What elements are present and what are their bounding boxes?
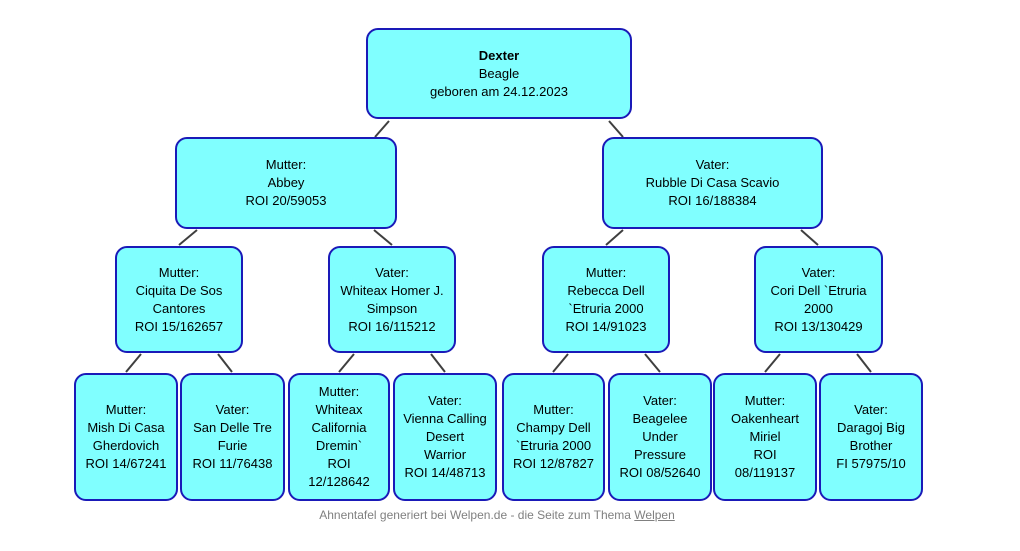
node-registration: ROI 16/188384 <box>668 193 757 208</box>
node-label: Mutter: <box>158 264 200 280</box>
pedigree-node-ggm-oakenheart: Mutter: Oakenheart Miriel ROI 08/119137 <box>713 373 817 501</box>
node-registration: ROI 13/130429 <box>774 318 863 334</box>
node-label: Mutter: <box>265 157 307 172</box>
node-label: Vater: <box>854 402 888 417</box>
pedigree-node-ggf-beagelee: Vater: Beagelee Under Pressure ROI 08/52… <box>608 373 712 501</box>
node-label: Mutter: <box>533 402 574 417</box>
footer-credit: Ahnentafel generiert bei Welpen.de - die… <box>0 508 994 522</box>
welpen-link[interactable]: Welpen <box>634 508 675 522</box>
node-label: Mutter: <box>744 393 786 408</box>
node-registration: ROI 11/76438 <box>192 456 273 471</box>
pedigree-node-grandmother-ciquita: Mutter: Ciquita De Sos Cantores ROI 15/1… <box>115 246 243 353</box>
node-registration: ROI 14/67241 <box>85 456 167 471</box>
node-label: Vater: <box>375 264 409 280</box>
node-name: San Delle Tre Furie <box>193 420 272 453</box>
pedigree-node-grandfather-cori: Vater: Cori Dell `Etruria 2000 ROI 13/13… <box>754 246 883 353</box>
node-label: Mutter: <box>585 264 627 280</box>
dog-name: Dexter <box>478 47 520 63</box>
node-name: Vienna Calling Desert Warrior <box>403 411 487 462</box>
node-name: Whiteax Homer J. Simpson <box>340 282 444 316</box>
node-registration: ROI 14/48713 <box>404 465 486 480</box>
node-registration: ROI 12/87827 <box>513 456 594 471</box>
node-name: Rebecca Dell `Etruria 2000 <box>567 282 645 316</box>
node-name: Daragoj Big Brother <box>837 420 905 453</box>
dog-birthdate: geboren am 24.12.2023 <box>429 83 569 99</box>
node-label: Vater: <box>695 157 730 172</box>
pedigree-node-dexter: Dexter Beagle geboren am 24.12.2023 <box>366 28 632 119</box>
node-label: Vater: <box>643 393 677 408</box>
pedigree-node-ggf-san: Vater: San Delle Tre Furie ROI 11/76438 <box>180 373 285 501</box>
node-registration: FI 57975/10 <box>836 456 906 471</box>
node-name: Ciquita De Sos Cantores <box>135 282 223 316</box>
pedigree-node-ggm-mish: Mutter: Mish Di Casa Gherdovich ROI 14/6… <box>74 373 178 501</box>
pedigree-node-grandmother-rebecca: Mutter: Rebecca Dell `Etruria 2000 ROI 1… <box>542 246 670 353</box>
node-registration: ROI 20/59053 <box>245 193 327 208</box>
node-label: Vater: <box>428 393 462 408</box>
node-label: Vater: <box>801 264 836 280</box>
node-name: Rubble Di Casa Scavio <box>645 175 780 190</box>
pedigree-node-ggm-california: Mutter: Whiteax California Dremin` ROI 1… <box>288 373 390 501</box>
node-name: Abbey <box>267 175 305 190</box>
pedigree-node-mother-abbey: Mutter: Abbey ROI 20/59053 <box>175 137 397 229</box>
pedigree-node-ggm-champy: Mutter: Champy Dell `Etruria 2000 ROI 12… <box>502 373 605 501</box>
footer-text: Ahnentafel generiert bei Welpen.de - die… <box>319 508 635 522</box>
node-label: Mutter: <box>318 384 360 399</box>
pedigree-node-father-rubble: Vater: Rubble Di Casa Scavio ROI 16/1883… <box>602 137 823 229</box>
node-registration: ROI 15/162657 <box>134 318 224 334</box>
node-name: Oakenheart Miriel <box>731 411 799 444</box>
node-name: Champy Dell `Etruria 2000 <box>515 420 592 453</box>
pedigree-node-grandfather-whiteax: Vater: Whiteax Homer J. Simpson ROI 16/1… <box>328 246 456 353</box>
node-registration: ROI 08/52640 <box>619 465 701 480</box>
node-label: Vater: <box>215 402 250 417</box>
node-name: Beagelee Under Pressure <box>632 411 688 462</box>
node-registration: ROI 14/91023 <box>565 318 647 334</box>
pedigree-node-ggf-daragoj: Vater: Daragoj Big Brother FI 57975/10 <box>819 373 923 501</box>
pedigree-node-ggf-vienna: Vater: Vienna Calling Desert Warrior ROI… <box>393 373 497 501</box>
dog-breed: Beagle <box>478 65 520 81</box>
node-name: Cori Dell `Etruria 2000 <box>770 282 867 316</box>
node-name: Whiteax California Dremin` <box>311 402 367 453</box>
node-registration: ROI 16/115212 <box>348 318 436 334</box>
node-label: Mutter: <box>105 402 147 417</box>
node-registration: ROI 12/128642 <box>308 456 370 489</box>
node-registration: ROI 08/119137 <box>734 447 796 480</box>
node-name: Mish Di Casa Gherdovich <box>87 420 165 453</box>
